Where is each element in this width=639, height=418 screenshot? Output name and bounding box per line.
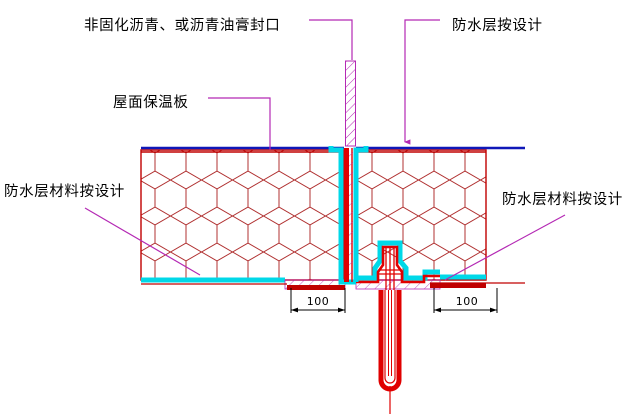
membrane-joint-right xyxy=(353,146,369,282)
leader-bottom-left xyxy=(84,207,201,276)
dim-right-arrow-a xyxy=(434,307,441,313)
label-top-left: 非固化沥青、或沥青油膏封口 xyxy=(84,17,280,34)
anchor-cap-detail xyxy=(356,240,440,292)
roof-top-surface xyxy=(141,146,525,153)
label-top-right: 防水层按设计 xyxy=(452,17,543,34)
slab-edge-left xyxy=(287,285,345,290)
joint-face-left xyxy=(344,148,349,282)
label-bottom-right: 防水层材料按设计 xyxy=(502,191,623,208)
embedded-anchor-rod xyxy=(378,290,402,414)
insulation-fill-left xyxy=(141,150,344,280)
label-mid-left: 屋面保温板 xyxy=(113,93,189,111)
label-bottom-left: 防水层材料按设计 xyxy=(4,183,125,200)
leader-lines xyxy=(84,19,566,281)
waterproof-membrane-underside xyxy=(141,274,486,283)
sealant-strip-body xyxy=(345,60,356,147)
dimension-right: 100 xyxy=(433,288,498,313)
slab-edge-right xyxy=(430,283,486,288)
leader-mid-left xyxy=(208,97,271,150)
dimension-left: 100 xyxy=(290,288,346,313)
dim-left-value: 100 xyxy=(307,295,330,308)
dim-left-arrow-a xyxy=(291,307,298,313)
leader-top-left xyxy=(309,19,353,60)
joint-gap-hatch xyxy=(349,150,353,280)
non-curing-asphalt-sealant-strip xyxy=(345,60,356,147)
rod-inner-outline xyxy=(384,290,396,384)
dim-left-arrow-b xyxy=(338,307,345,313)
rod-outer-shell xyxy=(378,290,402,392)
leader-bottom-right xyxy=(444,214,566,281)
dim-right-arrow-b xyxy=(490,307,497,313)
insulation-fill-right xyxy=(356,150,486,280)
leader-top-right xyxy=(404,19,440,145)
roof-insulation-board xyxy=(140,149,487,281)
dim-right-value: 100 xyxy=(456,295,479,308)
slab-bottom-edges xyxy=(141,282,525,290)
expansion-joint-gap xyxy=(328,146,369,285)
